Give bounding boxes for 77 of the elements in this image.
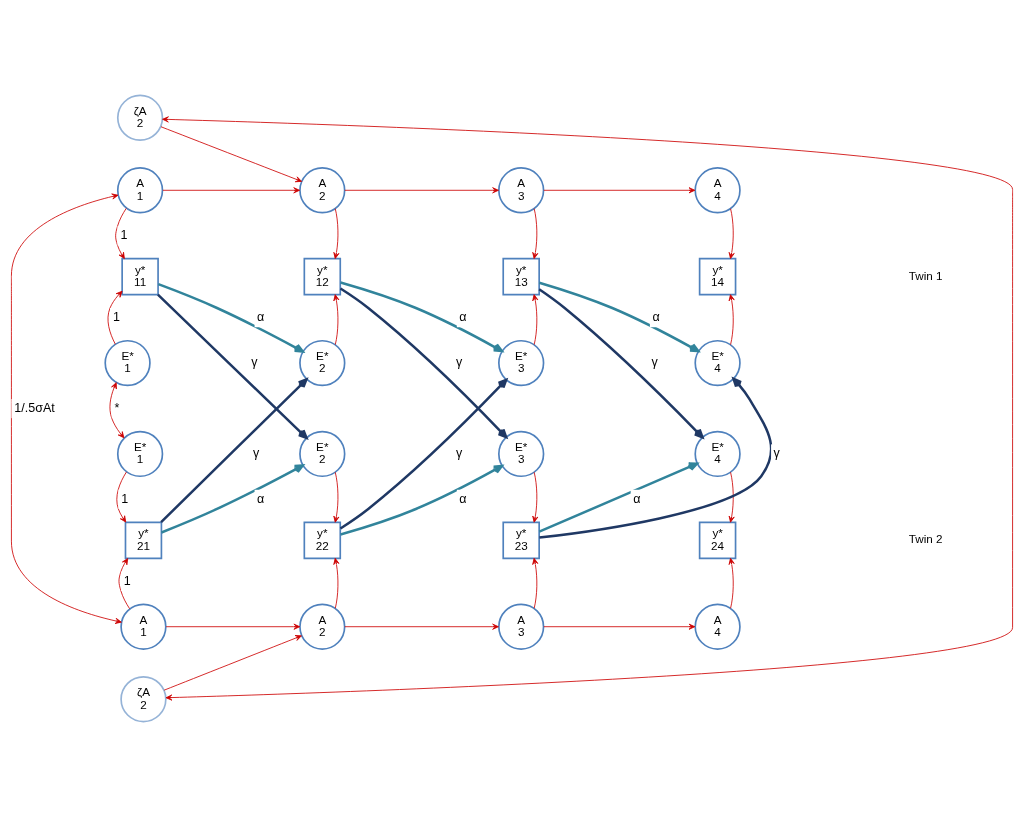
edge-label: α — [257, 491, 265, 506]
edge-label: 1 — [112, 309, 120, 324]
edge-label: 1/.5σAt — [14, 400, 55, 415]
edge-label: 1 — [121, 491, 129, 506]
arrow — [109, 382, 125, 439]
arrow — [532, 208, 539, 260]
node-circle: A 3 — [498, 603, 545, 650]
arrow — [162, 187, 300, 194]
edge-label: 1 — [123, 573, 131, 588]
arrow — [532, 294, 539, 345]
arrow — [543, 623, 696, 630]
edge-label: γ — [252, 446, 260, 461]
arrow — [728, 471, 735, 523]
arrow — [539, 377, 773, 539]
arrow — [728, 557, 735, 609]
edge-label: γ — [456, 355, 463, 370]
arrow — [728, 294, 735, 345]
arrow — [543, 187, 696, 194]
node-box: y* 12 — [303, 257, 342, 296]
edge-label: 1 — [120, 228, 128, 243]
node-circle: A 1 — [116, 167, 164, 214]
arrow — [160, 126, 303, 183]
node-circle: A 2 — [299, 167, 346, 214]
node-circle: A 3 — [498, 167, 545, 214]
arrow — [538, 462, 699, 533]
edge-label: α — [652, 309, 660, 324]
arrow — [340, 281, 504, 353]
edge-label: α — [459, 491, 467, 506]
edge-label: γ — [251, 355, 258, 370]
node-box: y* 23 — [502, 521, 540, 560]
arrow — [333, 471, 340, 523]
label: Twin 1 — [908, 268, 943, 282]
arrow — [115, 207, 127, 259]
label: Twin 2 — [908, 532, 943, 546]
node-circle: ζA 2 — [120, 676, 167, 723]
arrow — [532, 557, 539, 609]
arrow — [157, 283, 305, 353]
node-circle: ζA 2 — [116, 94, 164, 141]
arrow — [339, 287, 508, 439]
arrow — [333, 557, 340, 609]
arrow — [538, 288, 704, 439]
node-box: y* 24 — [698, 521, 737, 560]
edge-label: * — [114, 400, 120, 415]
node-circle: A 2 — [299, 603, 346, 650]
arrow — [532, 471, 539, 523]
node-box: y* 21 — [124, 521, 163, 560]
edge-label: γ — [651, 355, 658, 370]
arrow — [344, 623, 499, 630]
edge-label: α — [459, 309, 467, 324]
node-circle: A 4 — [694, 167, 741, 214]
arrow — [163, 635, 302, 691]
node-box: y* 14 — [698, 257, 737, 296]
arrow — [339, 378, 508, 530]
arrow — [107, 290, 123, 345]
node-box: y* 22 — [303, 521, 342, 560]
arrow — [116, 471, 127, 523]
arrow — [340, 464, 504, 536]
arrow — [333, 208, 340, 260]
arrow — [160, 378, 308, 524]
arrow — [162, 116, 1013, 701]
arrow — [157, 293, 308, 440]
edge-label: α — [633, 491, 641, 506]
arrow — [161, 464, 304, 534]
node-circle: A 4 — [694, 603, 741, 650]
edge-label: γ — [456, 446, 463, 461]
edge-label: γ — [773, 446, 780, 461]
edge-label: α — [257, 309, 265, 324]
arrow — [538, 281, 700, 353]
arrow — [728, 208, 735, 260]
arrow — [118, 558, 131, 610]
arrow — [333, 294, 340, 345]
node-circle: A 1 — [120, 603, 167, 650]
node-box: y* 13 — [502, 257, 540, 296]
arrow — [344, 187, 499, 194]
arrow — [165, 623, 301, 630]
node-box: y* 11 — [121, 257, 159, 296]
node-circle: E* 1 — [104, 339, 151, 387]
